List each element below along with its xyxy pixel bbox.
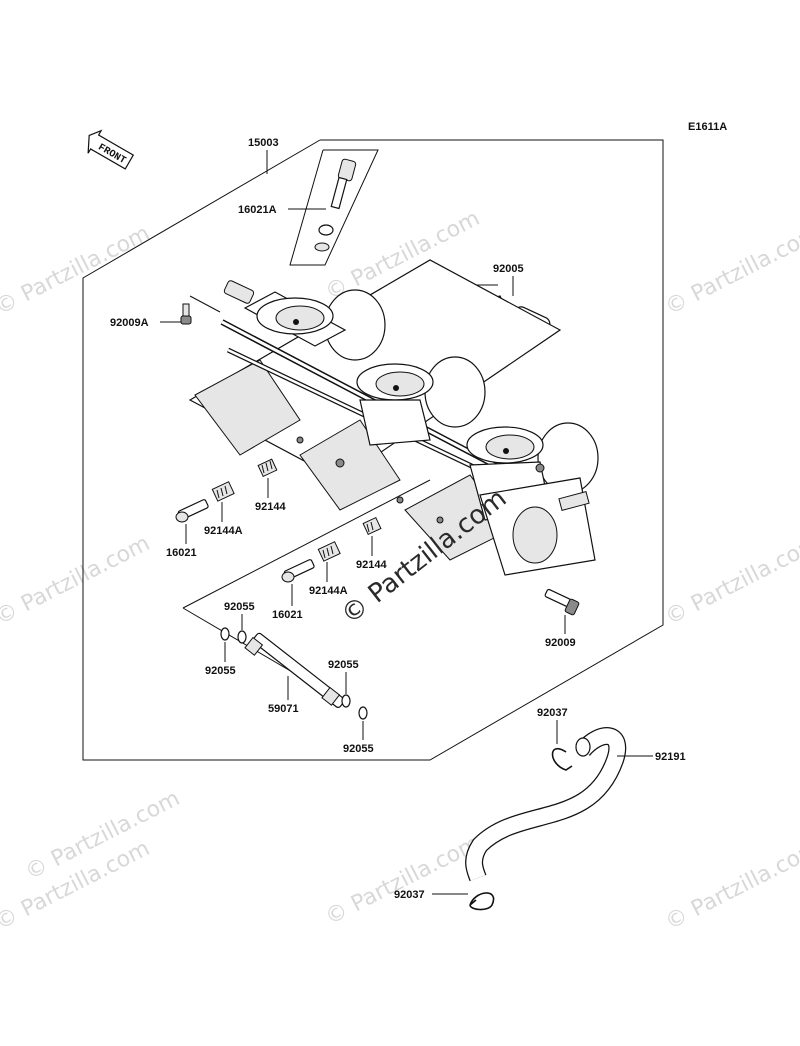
watermark: © Partzilla.com bbox=[0, 531, 154, 630]
part-label-92055-a[interactable]: 92055 bbox=[224, 601, 255, 613]
part-label-92009[interactable]: 92009 bbox=[545, 637, 576, 649]
carb-body-1 bbox=[223, 280, 386, 361]
watermark: © Partzilla.com bbox=[661, 221, 800, 320]
watermark: © Partzilla.com bbox=[661, 531, 800, 630]
assembly-outline bbox=[82, 139, 664, 761]
part-label-92144-upper[interactable]: 92144 bbox=[255, 501, 286, 513]
clamp-92037-lower bbox=[469, 892, 495, 911]
screw-92009A bbox=[180, 303, 192, 325]
screw-16021-upper bbox=[175, 499, 209, 523]
part-label-92005[interactable]: 92005 bbox=[493, 263, 524, 275]
part-label-92009A[interactable]: 92009A bbox=[110, 317, 149, 329]
part-label-92055-b[interactable]: 92055 bbox=[205, 665, 236, 677]
spring-92144-upper bbox=[257, 458, 278, 478]
fuel-pipe-59071 bbox=[244, 632, 345, 708]
carburetor-assembly bbox=[188, 259, 599, 576]
part-label-92055-c[interactable]: 92055 bbox=[328, 659, 359, 671]
jet-needle-assembly bbox=[289, 149, 379, 266]
part-label-59071[interactable]: 59071 bbox=[268, 703, 299, 715]
screw-16021-lower bbox=[281, 559, 315, 583]
o-ring-92055-d bbox=[358, 706, 368, 720]
carb-body-2 bbox=[356, 356, 486, 446]
watermark: © Partzilla.com bbox=[321, 831, 484, 930]
part-label-92144A-lower[interactable]: 92144A bbox=[309, 585, 348, 597]
part-label-16021-lower[interactable]: 16021 bbox=[272, 609, 303, 621]
diagram-code: E1611A bbox=[688, 121, 727, 133]
screw-92009 bbox=[544, 588, 580, 616]
part-label-15003[interactable]: 15003 bbox=[248, 137, 279, 149]
part-label-92144-lower[interactable]: 92144 bbox=[356, 559, 387, 571]
watermark: © Partzilla.com bbox=[661, 836, 800, 935]
part-label-92037-lower[interactable]: 92037 bbox=[394, 889, 425, 901]
o-ring-92055-c bbox=[341, 694, 351, 708]
watermark: © Partzilla.com bbox=[0, 221, 154, 320]
spring-92144A-upper bbox=[211, 481, 235, 502]
part-label-16021A[interactable]: 16021A bbox=[238, 204, 277, 216]
part-label-92144A-upper[interactable]: 92144A bbox=[204, 525, 243, 537]
o-ring-92055-b bbox=[220, 627, 230, 641]
part-label-92191[interactable]: 92191 bbox=[655, 751, 686, 763]
part-label-16021-upper[interactable]: 16021 bbox=[166, 547, 197, 559]
part-label-92055-d[interactable]: 92055 bbox=[343, 743, 374, 755]
front-arrow-icon: FRONT bbox=[87, 129, 135, 170]
hose-92191 bbox=[465, 727, 627, 882]
spring-92144-lower bbox=[362, 516, 382, 536]
spring-92144A-lower bbox=[317, 541, 341, 562]
clamp-92037-upper bbox=[551, 747, 573, 771]
part-label-92037-upper[interactable]: 92037 bbox=[537, 707, 568, 719]
o-ring-92055-a bbox=[237, 630, 247, 644]
